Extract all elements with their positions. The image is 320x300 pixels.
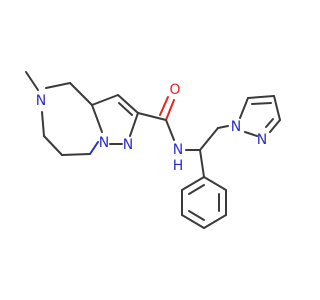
atom-n-methyl: N xyxy=(36,93,46,109)
bond-ph-6 xyxy=(181,176,205,191)
bond-methyl xyxy=(25,71,39,91)
atom-n-pyrazole-2: N xyxy=(123,137,133,153)
bond-n-ch2a xyxy=(45,82,71,89)
atom-o-carbonyl: O xyxy=(169,82,180,98)
bond-pz-c3-n2-inner xyxy=(265,118,274,128)
bond-ch-ch2 xyxy=(199,127,219,151)
atom-n-pz-2: N xyxy=(257,132,267,148)
atom-h-amide: H xyxy=(173,158,184,174)
bond-ph-4-inner xyxy=(188,210,205,221)
bond-ch2b-ch2c xyxy=(43,135,63,156)
bond-pz-n1-c5 xyxy=(239,97,249,119)
bond-c3a-c3 xyxy=(91,94,119,106)
bond-c3a-n1 xyxy=(91,104,103,133)
bond-ph-1 xyxy=(203,176,227,191)
bond-c2-co xyxy=(137,112,167,121)
bond-pz-c5-c4 xyxy=(247,95,275,99)
bond-co-o-2 xyxy=(159,96,169,116)
bond-pz-c4-c3 xyxy=(273,95,281,121)
molecule-structure: N N N O N H N N xyxy=(25,71,281,229)
atom-n-pz-1: N xyxy=(231,119,241,135)
bond-c3-c2 xyxy=(117,94,139,114)
bond-ph-4 xyxy=(181,214,205,229)
bond-pz-n2-n1 xyxy=(244,131,258,137)
bond-c2-n2 xyxy=(129,112,139,137)
bond-ch-ph xyxy=(199,149,205,178)
bond-ph-3 xyxy=(203,214,227,229)
bond-ch2c-ch2d xyxy=(61,153,91,156)
bond-c3-c2-inner xyxy=(118,102,133,116)
bond-pz-c5-c4-inner xyxy=(251,102,272,105)
bond-ch2-npz xyxy=(217,125,229,129)
bond-ph-6-inner xyxy=(188,184,205,195)
bond-pz-c3-n2 xyxy=(269,119,281,133)
bond-ch2d-n1 xyxy=(89,141,99,155)
atom-n-amide: N xyxy=(173,142,183,158)
bond-co-nh xyxy=(165,119,175,141)
atom-n-pyrazole-1: N xyxy=(99,135,109,151)
bond-co-o-1 xyxy=(165,99,175,121)
bond-n-ch2b xyxy=(41,111,45,137)
bond-ch2a-c3a xyxy=(69,82,93,106)
